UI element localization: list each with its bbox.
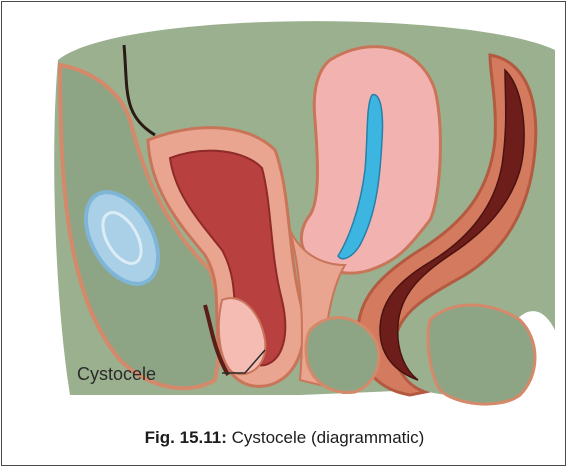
figure-caption: Fig. 15.11: Cystocele (diagrammatic) [0, 428, 569, 448]
caption-text: Cystocele (diagrammatic) [227, 428, 424, 447]
cystocele-label: Cystocele [77, 364, 156, 384]
perineal-tissue [428, 305, 535, 404]
caption-number: Fig. 15.11: [145, 428, 227, 447]
perineal-body [306, 318, 379, 393]
